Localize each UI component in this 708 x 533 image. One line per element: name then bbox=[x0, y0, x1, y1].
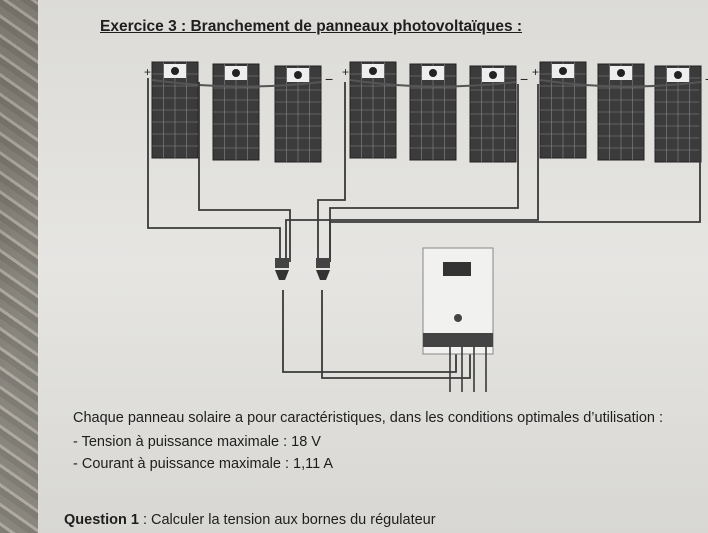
junction-box bbox=[559, 67, 567, 75]
junction-box bbox=[171, 67, 179, 75]
mc4-connector bbox=[275, 270, 289, 280]
spec-voltage: - Tension à puissance maximale : 18 V bbox=[73, 434, 321, 450]
minus-terminal: − bbox=[520, 71, 528, 87]
intro-text: Chaque panneau solaire a pour caractéris… bbox=[73, 410, 664, 426]
junction-box bbox=[617, 69, 625, 77]
mc4-combiner bbox=[275, 258, 289, 268]
inverter-terminal-strip bbox=[423, 333, 493, 347]
exercise-title: Exercice 3 : Branchement de panneaux pho… bbox=[100, 18, 523, 35]
mc4-combiner bbox=[316, 258, 330, 268]
junction-box bbox=[429, 69, 437, 77]
minus-terminal: − bbox=[705, 71, 708, 87]
minus-terminal: − bbox=[325, 71, 333, 87]
pv-wiring-diagram: +−+−+− bbox=[144, 61, 708, 392]
cable bbox=[282, 290, 457, 373]
junction-box bbox=[369, 67, 377, 75]
series-cable bbox=[151, 79, 322, 88]
plus-terminal: + bbox=[144, 65, 151, 79]
cable bbox=[317, 82, 346, 262]
series-cable bbox=[539, 79, 702, 88]
cable bbox=[147, 78, 281, 262]
plus-terminal: + bbox=[532, 65, 539, 79]
inverter-logo bbox=[454, 314, 462, 322]
cable bbox=[198, 82, 291, 262]
question-1: Question 1 : Calculer la tension aux bor… bbox=[64, 512, 436, 528]
junction-box bbox=[294, 71, 302, 79]
cable bbox=[329, 88, 701, 262]
mc4-connector bbox=[316, 270, 330, 280]
cable bbox=[321, 290, 471, 379]
series-cable bbox=[349, 79, 517, 88]
junction-box bbox=[232, 69, 240, 77]
spec-current: - Courant à puissance maximale : 1,11 A bbox=[73, 456, 334, 472]
plus-terminal: + bbox=[342, 65, 349, 79]
junction-box bbox=[489, 71, 497, 79]
cable bbox=[285, 84, 539, 262]
junction-box bbox=[674, 71, 682, 79]
inverter-display bbox=[443, 262, 471, 276]
